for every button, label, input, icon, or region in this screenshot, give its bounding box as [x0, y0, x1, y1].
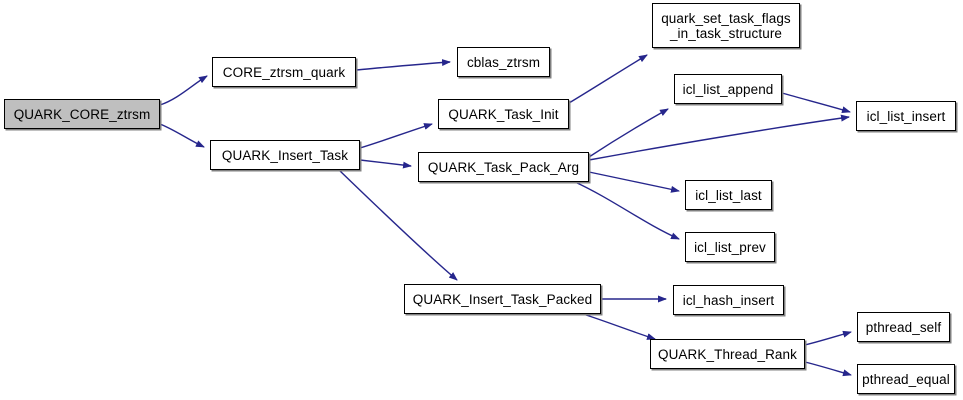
call-edge	[804, 330, 852, 346]
call-edge	[582, 313, 656, 340]
graph-node-label: icl_hash_insert	[682, 292, 775, 308]
graph-node-icl_hash_insert[interactable]: icl_hash_insert	[673, 285, 784, 315]
call-edge	[359, 123, 433, 149]
graph-node-quark_set_task_flags[interactable]: quark_set_task_flags _in_task_structure	[652, 3, 800, 48]
call-edge	[588, 108, 669, 158]
graph-node-label: QUARK_Insert_Task	[221, 147, 349, 163]
graph-node-cblas_ztrsm[interactable]: cblas_ztrsm	[457, 47, 550, 77]
graph-node-label: pthread_self	[865, 319, 942, 335]
graph-node-core_ztrsm_quark[interactable]: CORE_ztrsm_quark	[212, 57, 356, 87]
graph-node-label: quark_set_task_flags _in_task_structure	[661, 10, 791, 41]
graph-node-quark_task_pack_arg[interactable]: QUARK_Task_Pack_Arg	[418, 152, 589, 182]
graph-node-label: QUARK_Task_Pack_Arg	[427, 159, 580, 175]
call-edge	[159, 123, 205, 148]
call-edge	[588, 114, 850, 161]
graph-node-quark_insert_task[interactable]: QUARK_Insert_Task	[210, 140, 360, 170]
graph-node-label: QUARK_CORE_ztrsm	[13, 106, 151, 122]
graph-node-label: icl_list_prev	[694, 239, 766, 255]
graph-node-label: icl_list_append	[682, 81, 774, 97]
call-edge	[568, 54, 648, 104]
call-edge	[359, 159, 412, 169]
graph-node-icl_list_insert[interactable]: icl_list_insert	[856, 101, 956, 131]
graph-node-label: QUARK_Thread_Rank	[657, 346, 797, 362]
graph-node-icl_list_append[interactable]: icl_list_append	[674, 74, 782, 104]
graph-node-icl_list_prev[interactable]: icl_list_prev	[685, 232, 775, 262]
graph-node-quark_core_ztrsm[interactable]: QUARK_CORE_ztrsm	[4, 99, 160, 129]
graph-node-pthread_equal[interactable]: pthread_equal	[857, 364, 955, 394]
graph-node-quark_task_init[interactable]: QUARK_Task_Init	[438, 99, 569, 129]
graph-node-label: CORE_ztrsm_quark	[222, 64, 346, 80]
call-edge	[355, 59, 451, 71]
call-edge	[804, 361, 852, 377]
call-edge	[338, 169, 458, 281]
graph-node-pthread_self[interactable]: pthread_self	[857, 312, 950, 342]
graph-node-quark_insert_task_packed[interactable]: QUARK_Insert_Task_Packed	[404, 284, 601, 314]
graph-node-label: QUARK_Insert_Task_Packed	[412, 291, 593, 307]
graph-node-label: cblas_ztrsm	[466, 54, 541, 70]
graph-node-icl_list_last[interactable]: icl_list_last	[685, 180, 772, 210]
graph-node-label: icl_list_insert	[866, 108, 946, 124]
call-edge	[588, 171, 680, 193]
call-edge	[781, 92, 851, 114]
graph-node-label: QUARK_Task_Init	[448, 106, 559, 122]
graph-node-label: pthread_equal	[862, 371, 950, 387]
graph-node-quark_thread_rank[interactable]: QUARK_Thread_Rank	[650, 339, 805, 369]
graph-node-label: icl_list_last	[695, 187, 762, 203]
call-edge	[159, 75, 208, 106]
call-edges	[159, 54, 852, 377]
call-edge	[574, 181, 680, 240]
